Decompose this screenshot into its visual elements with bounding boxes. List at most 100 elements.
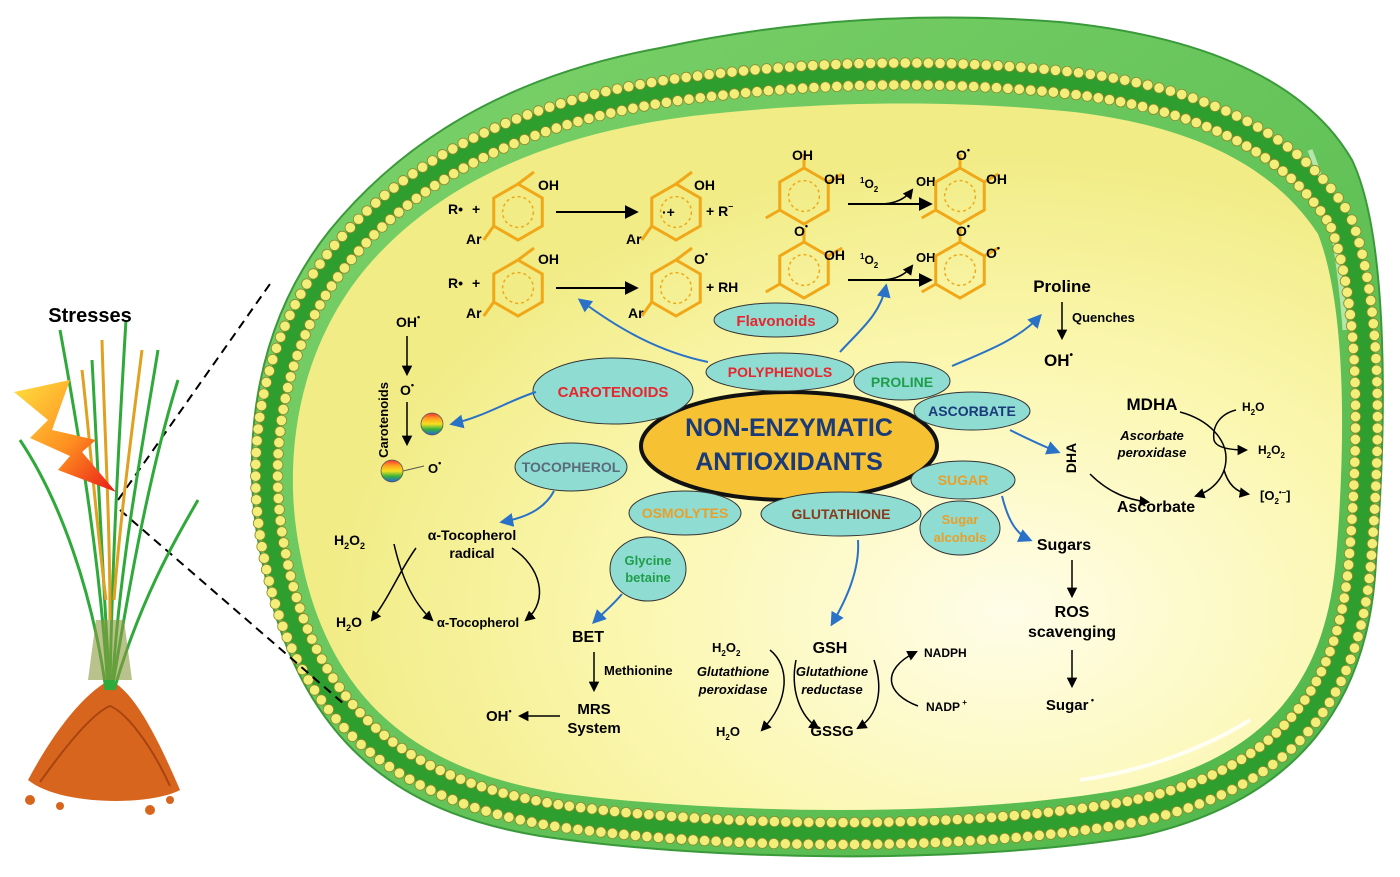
svg-text:BET: BET bbox=[572, 629, 604, 646]
svg-text:1O2: 1O2 bbox=[860, 252, 879, 270]
phenol-ring-icon bbox=[650, 182, 702, 242]
membrane-lipid-heads bbox=[250, 57, 1384, 851]
svg-text:Glutathione: Glutathione bbox=[697, 664, 769, 679]
svg-text:NADPH: NADPH bbox=[924, 646, 967, 660]
svg-text:PROLINE: PROLINE bbox=[871, 374, 933, 390]
svg-text:Glutathione: Glutathione bbox=[796, 664, 868, 679]
svg-text:MRS: MRS bbox=[577, 701, 610, 718]
svg-text:OH: OH bbox=[824, 247, 845, 263]
carotenoid-panel: OH• O• Carotenoids O• bbox=[376, 312, 444, 483]
glutathione-panel: H2O2 GSH NADPH Glutathione peroxidase Gl… bbox=[697, 640, 967, 742]
svg-text:TOCOPHEROL: TOCOPHEROL bbox=[522, 459, 621, 475]
svg-text:OH: OH bbox=[824, 171, 845, 187]
betaine-panel: BET Methionine MRS System OH• bbox=[486, 629, 673, 737]
svg-text:R•: R• bbox=[448, 201, 463, 217]
svg-text:OH: OH bbox=[986, 171, 1007, 187]
svg-text:ROS: ROS bbox=[1055, 604, 1090, 621]
svg-text:α-Tocopherol: α-Tocopherol bbox=[428, 527, 516, 543]
svg-text:H2O: H2O bbox=[716, 724, 740, 742]
svg-text:O•: O• bbox=[794, 221, 808, 239]
svg-text:·+: ·+ bbox=[662, 204, 675, 220]
phenol-ring-icon bbox=[492, 182, 544, 242]
svg-text:OH: OH bbox=[916, 174, 936, 189]
node-ascorbate: ASCORBATE bbox=[913, 391, 1031, 431]
carotenoid-radical-icon bbox=[380, 459, 404, 483]
svg-text:+: + bbox=[472, 201, 480, 217]
svg-text:DHA: DHA bbox=[1063, 443, 1079, 473]
rice-plant-icon bbox=[18, 319, 200, 815]
node-sugar: SUGAR bbox=[910, 460, 1016, 500]
node-carotenoids: CAROTENOIDS bbox=[532, 357, 694, 425]
svg-text:O•: O• bbox=[956, 145, 970, 163]
center-label-line2: ANTIOXIDANTS bbox=[695, 448, 883, 476]
connector-arrows bbox=[449, 283, 1061, 627]
phenol-ring-icon bbox=[492, 258, 544, 318]
svg-text:Quenches: Quenches bbox=[1072, 310, 1135, 325]
svg-text:Flavonoids: Flavonoids bbox=[736, 313, 815, 330]
svg-text:Sugar •: Sugar • bbox=[1046, 695, 1094, 714]
svg-text:[O2•–]: [O2•–] bbox=[1260, 488, 1291, 506]
center-node bbox=[639, 390, 939, 502]
svg-text:Ascorbate: Ascorbate bbox=[1117, 499, 1195, 516]
node-proline: PROLINE bbox=[853, 361, 951, 401]
svg-text:GSH: GSH bbox=[813, 640, 848, 657]
svg-text:OH: OH bbox=[694, 177, 715, 193]
svg-text:scavenging: scavenging bbox=[1028, 624, 1116, 641]
svg-text:POLYPHENOLS: POLYPHENOLS bbox=[728, 364, 833, 380]
sugar-panel: Sugars ROS scavenging Sugar • bbox=[1028, 537, 1116, 714]
tocopherol-panel: H2O2 α-Tocopherol radical H2O α-Tocopher… bbox=[334, 527, 541, 633]
svg-text:Sugars: Sugars bbox=[1037, 537, 1091, 554]
svg-text:MDHA: MDHA bbox=[1127, 395, 1178, 414]
center-label-line1: NON-ENZYMATIC bbox=[685, 414, 893, 442]
svg-text:OH: OH bbox=[916, 250, 936, 265]
svg-text:Sugar: Sugar bbox=[942, 512, 979, 527]
svg-text:+ RH: + RH bbox=[706, 279, 738, 295]
svg-text:System: System bbox=[567, 720, 620, 737]
svg-text:+: + bbox=[472, 275, 480, 291]
zoom-line-top bbox=[117, 283, 271, 501]
svg-text:OH: OH bbox=[538, 251, 559, 267]
ascorbate-panel: MDHA Ascorbate peroxidase DHA H2O H2O2 [… bbox=[1063, 395, 1291, 516]
svg-text:α-Tocopherol: α-Tocopherol bbox=[437, 615, 519, 630]
svg-text:OH•: OH• bbox=[486, 706, 512, 725]
svg-text:ASCORBATE: ASCORBATE bbox=[928, 403, 1016, 419]
svg-text:OSMOLYTES: OSMOLYTES bbox=[642, 505, 729, 521]
node-flavonoids: Flavonoids bbox=[713, 302, 839, 338]
svg-text:Ar: Ar bbox=[466, 231, 482, 247]
node-sugar-alcohols: Sugar alcohols bbox=[919, 500, 1001, 556]
svg-text:radical: radical bbox=[449, 545, 494, 561]
svg-text:betaine: betaine bbox=[625, 570, 671, 585]
node-polyphenols: POLYPHENOLS bbox=[705, 352, 855, 392]
svg-text:Proline: Proline bbox=[1033, 277, 1091, 296]
svg-text:GLUTATHIONE: GLUTATHIONE bbox=[791, 506, 890, 522]
svg-text:OH•: OH• bbox=[396, 312, 420, 330]
phenol-ring-icon bbox=[650, 258, 702, 318]
svg-text:R•: R• bbox=[448, 275, 463, 291]
svg-text:GSSG: GSSG bbox=[810, 723, 853, 740]
svg-text:OH: OH bbox=[538, 177, 559, 193]
svg-text:OH•: OH• bbox=[1044, 350, 1074, 370]
svg-text:peroxidase: peroxidase bbox=[698, 682, 768, 697]
svg-text:O•: O• bbox=[400, 380, 414, 398]
svg-text:O•: O• bbox=[694, 249, 708, 267]
svg-text:O•: O• bbox=[428, 458, 441, 476]
svg-text:Methionine: Methionine bbox=[604, 663, 673, 678]
node-tocopherol: TOCOPHEROL bbox=[514, 442, 628, 492]
zoom-line-bottom bbox=[119, 509, 345, 705]
svg-text:CAROTENOIDS: CAROTENOIDS bbox=[558, 384, 669, 401]
svg-text:H2O: H2O bbox=[1242, 400, 1264, 417]
node-osmolytes: OSMOLYTES bbox=[628, 490, 742, 536]
svg-text:H2O: H2O bbox=[336, 614, 362, 633]
svg-text:Carotenoids: Carotenoids bbox=[376, 382, 391, 458]
node-glutathione: GLUTATHIONE bbox=[760, 491, 922, 537]
svg-text:OH: OH bbox=[792, 147, 813, 163]
svg-text:Ar: Ar bbox=[466, 305, 482, 321]
stress-lightning-icon bbox=[14, 380, 116, 492]
svg-text:H2O2: H2O2 bbox=[1258, 443, 1285, 460]
svg-text:H2O2: H2O2 bbox=[712, 640, 741, 658]
svg-text:Ascorbate: Ascorbate bbox=[1119, 428, 1184, 443]
svg-text:reductase: reductase bbox=[801, 682, 862, 697]
svg-text:Glycine: Glycine bbox=[625, 553, 672, 568]
